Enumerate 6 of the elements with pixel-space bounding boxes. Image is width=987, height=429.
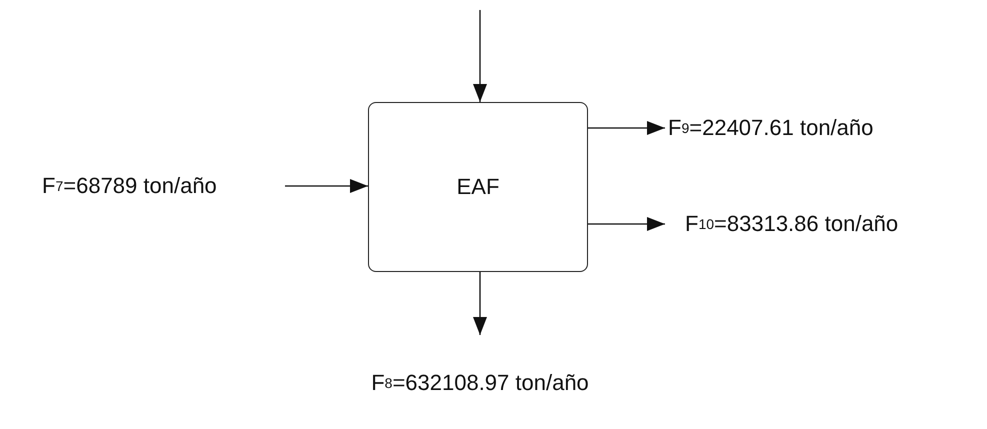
arrow: [588, 121, 665, 135]
process-box: EAF: [368, 102, 588, 272]
arrow: [473, 272, 487, 335]
arrow: [285, 179, 368, 193]
arrow: [473, 10, 487, 102]
arrow: [588, 217, 665, 231]
